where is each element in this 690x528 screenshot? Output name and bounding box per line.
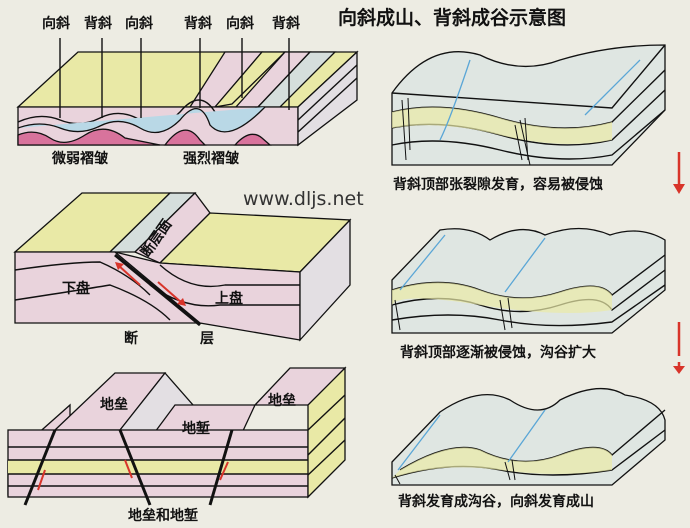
stage-2-block: 背斜顶部逐渐被侵蚀，沟谷扩大 (391, 227, 666, 361)
stage-3-block: 背斜发育成沟谷，向斜发育成山 (391, 387, 666, 510)
down-arrow-2 (673, 322, 685, 374)
label-horst-left: 地垒 (100, 396, 128, 413)
fault-line (23, 429, 57, 506)
label-weak-fold: 微弱褶皱 (51, 150, 109, 167)
fault-side-face (299, 218, 351, 342)
label-horst-graben: 地垒和地堑 (128, 507, 198, 524)
fold-stripe (213, 51, 287, 108)
fault-line (118, 429, 152, 506)
down-arrow-1 (673, 152, 685, 194)
stage-2-caption: 背斜顶部逐渐被侵蚀，沟谷扩大 (400, 344, 596, 361)
down-arrow (157, 281, 183, 304)
fault-block: 断层面 下盘 上盘 断 层 (13, 192, 352, 347)
horst-side-face (307, 366, 346, 499)
horst-graben-block: 地垒 地堑 地垒 地垒和地堑 (7, 366, 347, 524)
label-fault-char1: 断 (124, 330, 138, 347)
fault-line (208, 429, 234, 506)
arrow-head (177, 298, 186, 306)
label-anticline: 背斜 (84, 15, 112, 32)
label-syncline: 向斜 (226, 15, 254, 32)
watermark: www.dljs.net (243, 188, 364, 210)
label-hanging-wall: 上盘 (215, 290, 243, 307)
fold-top-labels: 向斜 背斜 向斜 背斜 向斜 背斜 微弱褶皱 强烈褶皱 (42, 15, 300, 167)
page-title: 向斜成山、背斜成谷示意图 (338, 6, 566, 29)
label-graben: 地堑 (182, 420, 210, 437)
label-strong-fold: 强烈褶皱 (183, 150, 240, 167)
label-anticline: 背斜 (272, 15, 300, 32)
fold-magenta-layer (233, 133, 272, 146)
fold-magenta-layer (17, 128, 161, 146)
arrow-head (115, 262, 124, 270)
fold-blue-layer (17, 106, 266, 134)
red-arrow (124, 459, 133, 479)
label-footwall: 下盘 (62, 280, 90, 297)
fold-side-face (297, 50, 358, 147)
fold-magenta-layer (163, 129, 207, 146)
stage-1-caption: 背斜顶部张裂隙发育，容易被侵蚀 (393, 176, 603, 193)
label-syncline: 向斜 (42, 15, 70, 32)
red-arrow (37, 469, 46, 491)
fold-block (16, 50, 359, 147)
up-arrow (117, 264, 141, 286)
label-fault-char2: 层 (200, 331, 214, 347)
fault-line (114, 253, 201, 327)
label-anticline: 背斜 (184, 15, 212, 32)
stage-3-caption: 背斜发育成沟谷，向斜发育成山 (398, 493, 594, 510)
stage-1-block: 背斜顶部张裂隙发育，容易被侵蚀 (391, 44, 666, 193)
label-syncline: 向斜 (125, 15, 153, 32)
red-arrow (219, 461, 229, 481)
label-horst-right: 地垒 (268, 392, 296, 409)
